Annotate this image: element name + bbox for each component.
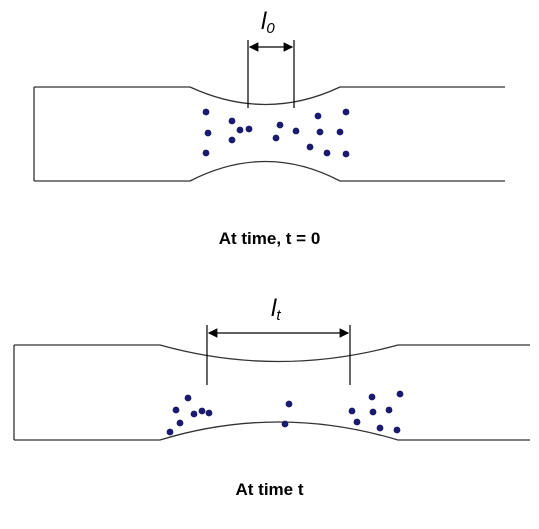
specimen-top-lower-edge — [34, 160, 505, 182]
caption-time-zero: At time, t = 0 — [218, 229, 321, 248]
particle — [176, 419, 184, 427]
particle — [272, 134, 280, 142]
particle — [342, 150, 350, 158]
particle — [342, 108, 350, 116]
particle — [190, 410, 198, 418]
particle — [172, 406, 180, 414]
specimen-bottom-lower-edge — [14, 421, 530, 441]
particle — [198, 407, 206, 415]
particle — [292, 127, 300, 135]
particle — [228, 136, 236, 144]
particle — [336, 128, 344, 136]
particle — [376, 424, 384, 432]
particle — [236, 126, 244, 134]
gauge-top-label: l0 — [261, 8, 275, 37]
specimen-bottom-upper-edge — [14, 344, 530, 363]
gauge-bottom-label: lt — [271, 295, 281, 324]
gauge-bottom: lt — [206, 295, 351, 385]
particle — [202, 108, 210, 116]
particle — [306, 143, 314, 151]
particle — [285, 400, 293, 408]
gauge-top: l0 — [247, 8, 295, 108]
particle — [316, 128, 324, 136]
particles-bottom — [166, 390, 404, 436]
particle — [245, 125, 253, 133]
particle — [353, 418, 361, 426]
specimen-bottom — [13, 344, 530, 441]
particle — [205, 409, 213, 417]
particle — [204, 129, 212, 137]
particle — [348, 407, 356, 415]
particle — [385, 406, 393, 414]
particle — [228, 117, 236, 125]
particle — [368, 393, 376, 401]
particle — [369, 408, 377, 416]
particle — [396, 390, 404, 398]
particle — [314, 112, 322, 120]
specimen-top — [33, 86, 505, 182]
particle — [281, 420, 289, 428]
particle — [276, 121, 284, 129]
particle — [184, 394, 192, 402]
particle — [323, 149, 331, 157]
particles-top — [202, 108, 350, 158]
specimen-top-upper-edge — [34, 86, 505, 106]
particle — [166, 428, 174, 436]
caption-time-t: At time t — [235, 480, 304, 499]
particle — [202, 149, 210, 157]
particle — [393, 426, 401, 434]
